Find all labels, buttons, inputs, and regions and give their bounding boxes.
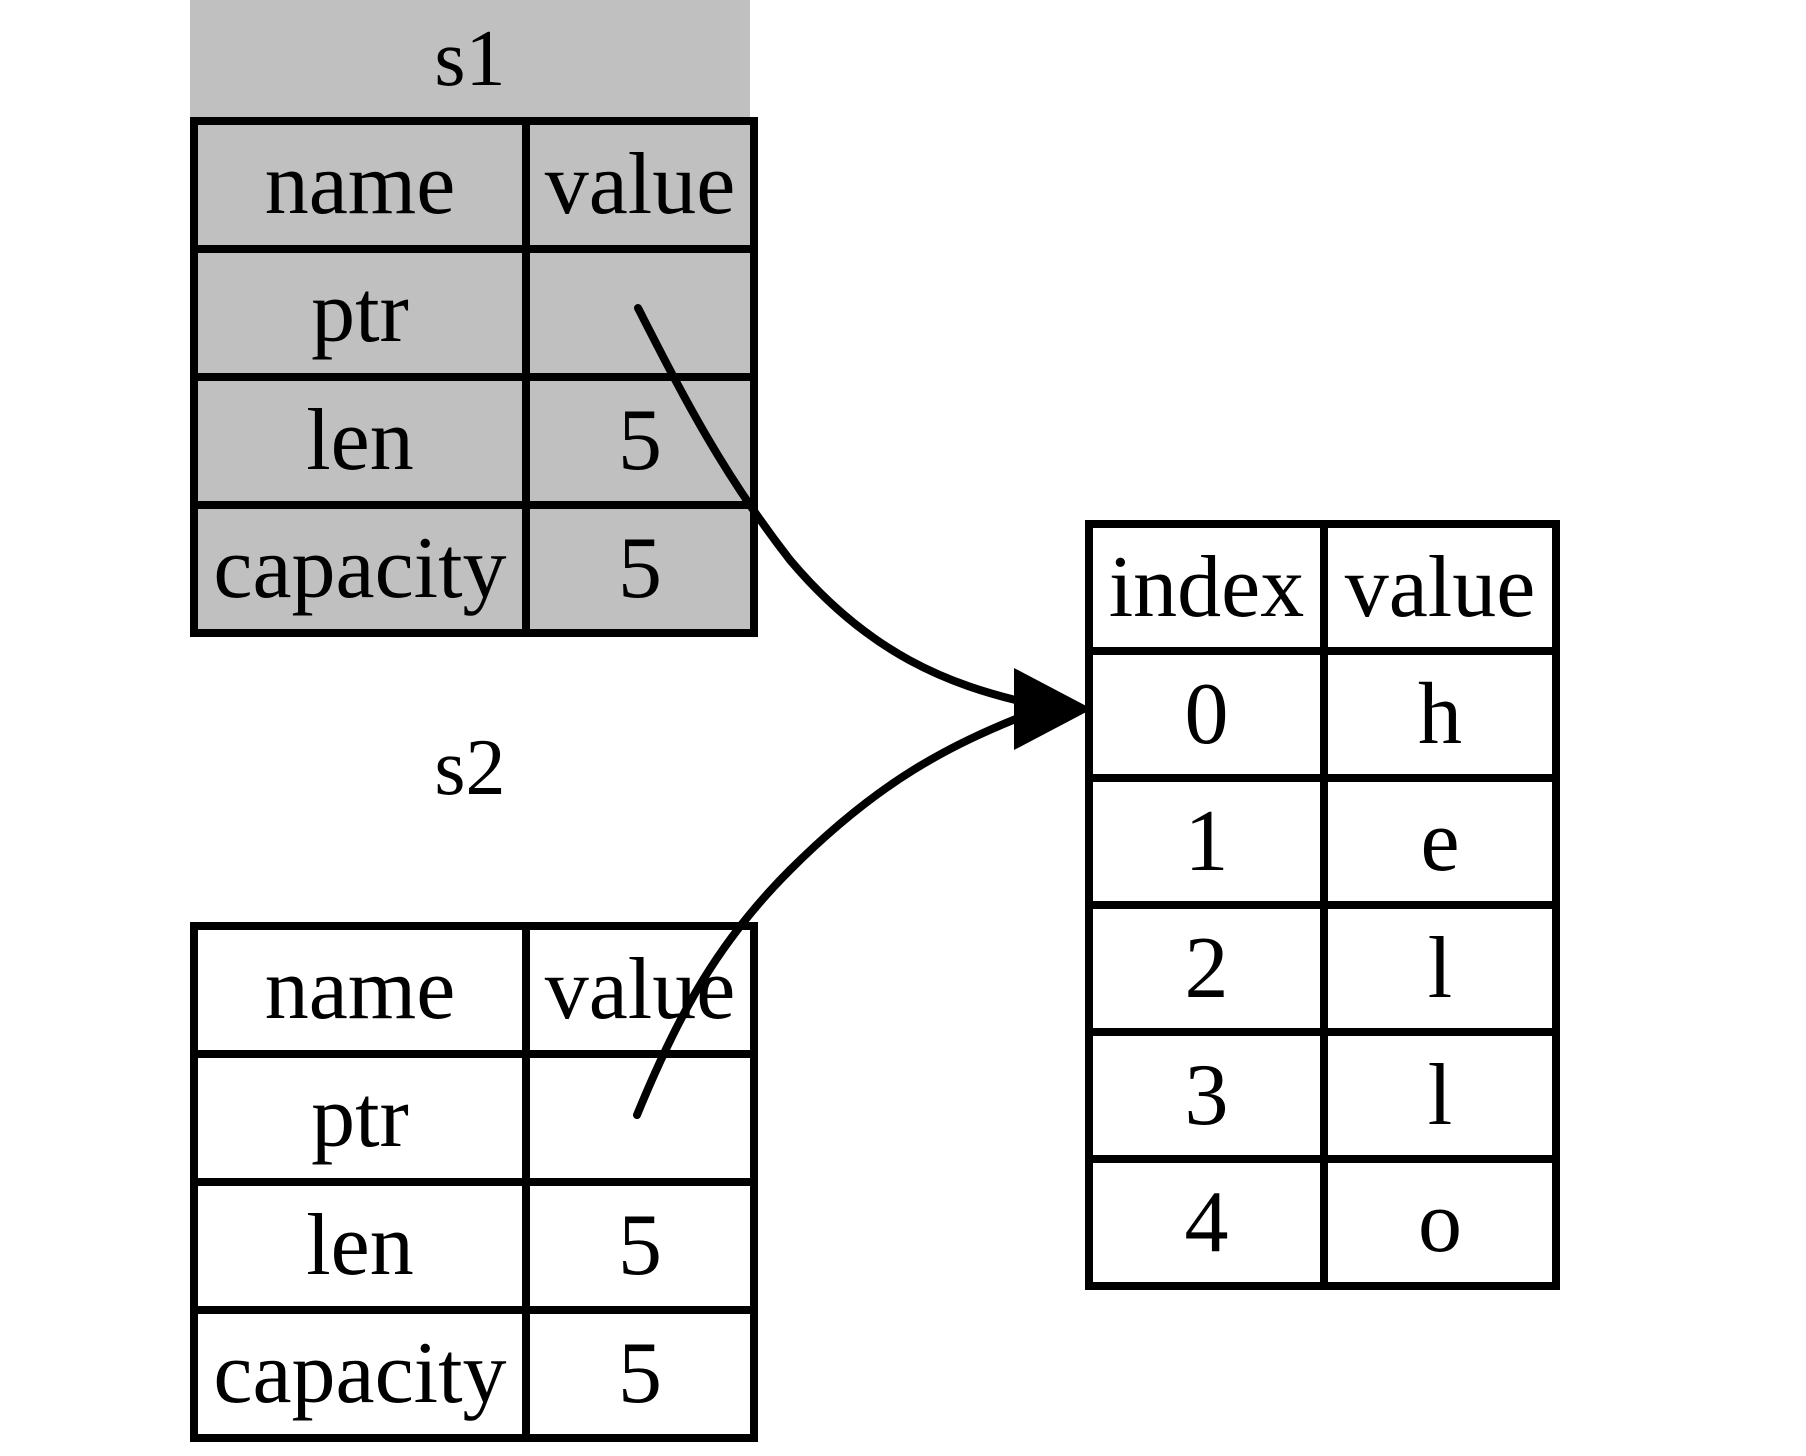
s2-title: s2	[434, 724, 506, 812]
heap-column-header-index: index	[1085, 520, 1328, 655]
heap-index-4-cell: 4	[1085, 1155, 1328, 1290]
s1-title: s1	[190, 0, 750, 117]
heap-header-row: index value	[1085, 520, 1560, 655]
s2-header-row: name value	[190, 922, 758, 1058]
s1-header-row: name value	[190, 117, 758, 253]
s2-len-value-cell: 5	[522, 1178, 758, 1314]
heap-row-3: 3 l	[1085, 1028, 1560, 1163]
s2-column-header-value: value	[522, 922, 758, 1058]
s1-len-name-cell: len	[190, 373, 530, 509]
s2-capacity-name-cell: capacity	[190, 1306, 530, 1442]
arrowhead-icon	[1014, 668, 1092, 750]
heap-column-header-value: value	[1320, 520, 1560, 655]
heap-value-3-cell: l	[1320, 1028, 1560, 1163]
s1-struct-table: name value ptr len 5 capacity 5	[190, 117, 758, 637]
s2-ptr-name-cell: ptr	[190, 1050, 530, 1186]
s1-capacity-value-cell: 5	[522, 501, 758, 637]
s1-ptr-name-cell: ptr	[190, 245, 530, 381]
heap-value-0-cell: h	[1320, 647, 1560, 782]
s2-capacity-value-cell: 5	[522, 1306, 758, 1442]
heap-index-3-cell: 3	[1085, 1028, 1328, 1163]
s2-column-header-name: name	[190, 922, 530, 1058]
s1-column-header-value: value	[522, 117, 758, 253]
heap-value-1-cell: e	[1320, 774, 1560, 909]
s1-column-header-name: name	[190, 117, 530, 253]
heap-index-2-cell: 2	[1085, 901, 1328, 1036]
s1-capacity-name-cell: capacity	[190, 501, 530, 637]
heap-row-1: 1 e	[1085, 774, 1560, 909]
s2-row-capacity: capacity 5	[190, 1306, 758, 1442]
heap-row-2: 2 l	[1085, 901, 1560, 1036]
s2-row-len: len 5	[190, 1178, 758, 1314]
s1-row-len: len 5	[190, 373, 758, 509]
s1-ptr-value-cell	[522, 245, 758, 381]
heap-index-0-cell: 0	[1085, 647, 1328, 782]
heap-buffer-table: index value 0 h 1 e 2 l 3 l 4 o	[1085, 520, 1560, 1290]
s2-ptr-value-cell	[522, 1050, 758, 1186]
heap-row-0: 0 h	[1085, 647, 1560, 782]
heap-index-1-cell: 1	[1085, 774, 1328, 909]
heap-value-2-cell: l	[1320, 901, 1560, 1036]
s1-row-capacity: capacity 5	[190, 501, 758, 637]
s1-len-value-cell: 5	[522, 373, 758, 509]
heap-row-4: 4 o	[1085, 1155, 1560, 1290]
s2-len-name-cell: len	[190, 1178, 530, 1314]
s2-row-ptr: ptr	[190, 1050, 758, 1186]
heap-value-4-cell: o	[1320, 1155, 1560, 1290]
s1-row-ptr: ptr	[190, 245, 758, 381]
s2-struct-table: name value ptr len 5 capacity 5	[190, 922, 758, 1442]
